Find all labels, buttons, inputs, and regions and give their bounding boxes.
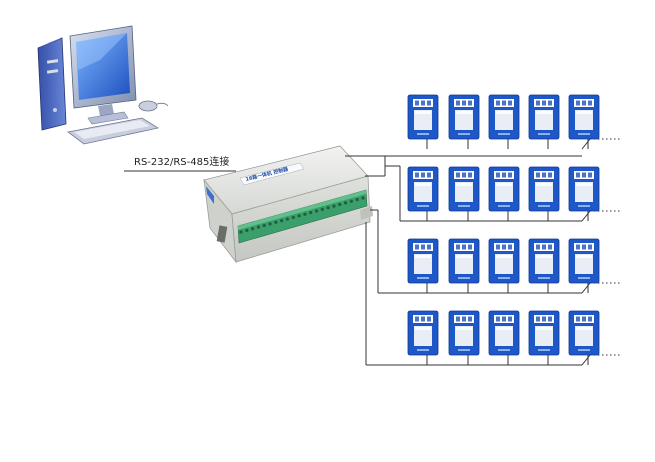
wall-panel-icon	[407, 94, 439, 140]
wall-panel-icon	[448, 166, 480, 212]
terminal-screw	[355, 198, 359, 202]
wall-panel-icon	[407, 238, 439, 284]
wall-panel-icon	[407, 310, 439, 356]
wall-panel-icon	[528, 94, 560, 140]
wall-panel-icon	[528, 166, 560, 212]
wall-panel-icon	[407, 166, 439, 212]
terminal-screw	[262, 223, 266, 228]
terminal-screw	[303, 212, 307, 216]
terminal-screw	[326, 206, 330, 210]
terminal-screw	[256, 225, 261, 229]
terminal-screw	[349, 199, 353, 203]
panel-grid	[407, 94, 600, 356]
wall-panel-icon	[448, 238, 480, 284]
terminal-screw	[239, 230, 243, 234]
bus-line	[581, 210, 591, 222]
terminal-screw	[245, 228, 249, 232]
bus-line	[581, 138, 591, 150]
controller-module-icon: 16路一体机 控制器	[203, 145, 373, 264]
terminal-screw	[309, 210, 313, 215]
terminal-screw	[268, 222, 272, 226]
terminal-screw	[338, 202, 342, 207]
wall-panel-icon	[568, 166, 600, 212]
bus-line	[581, 282, 591, 294]
terminal-screw	[280, 219, 284, 223]
wall-panel-icon	[488, 166, 520, 212]
terminal-screw	[314, 209, 319, 213]
wall-panel-icon	[568, 238, 600, 284]
terminal-screw	[291, 215, 295, 220]
wall-panel-icon	[488, 238, 520, 284]
wall-panel-icon	[528, 310, 560, 356]
bus-line	[581, 354, 591, 366]
wall-panel-icon	[448, 310, 480, 356]
wall-panel-icon	[488, 310, 520, 356]
terminal-screw	[332, 204, 336, 208]
desktop-computer-icon	[37, 25, 169, 145]
terminal-screw	[343, 201, 348, 205]
terminal-screw	[274, 220, 278, 224]
terminal-screw	[285, 217, 290, 221]
terminal-screw	[320, 207, 324, 211]
wall-panel-icon	[448, 94, 480, 140]
wall-panel-icon	[568, 94, 600, 140]
terminal-screw	[251, 227, 255, 231]
connection-label: RS-232/RS-485连接	[134, 155, 229, 168]
wall-panel-icon	[488, 94, 520, 140]
wall-panel-icon	[568, 310, 600, 356]
wall-panel-icon	[528, 238, 560, 284]
terminal-screw	[361, 196, 365, 200]
terminal-screw	[297, 214, 301, 218]
terminal-screws	[239, 196, 365, 234]
